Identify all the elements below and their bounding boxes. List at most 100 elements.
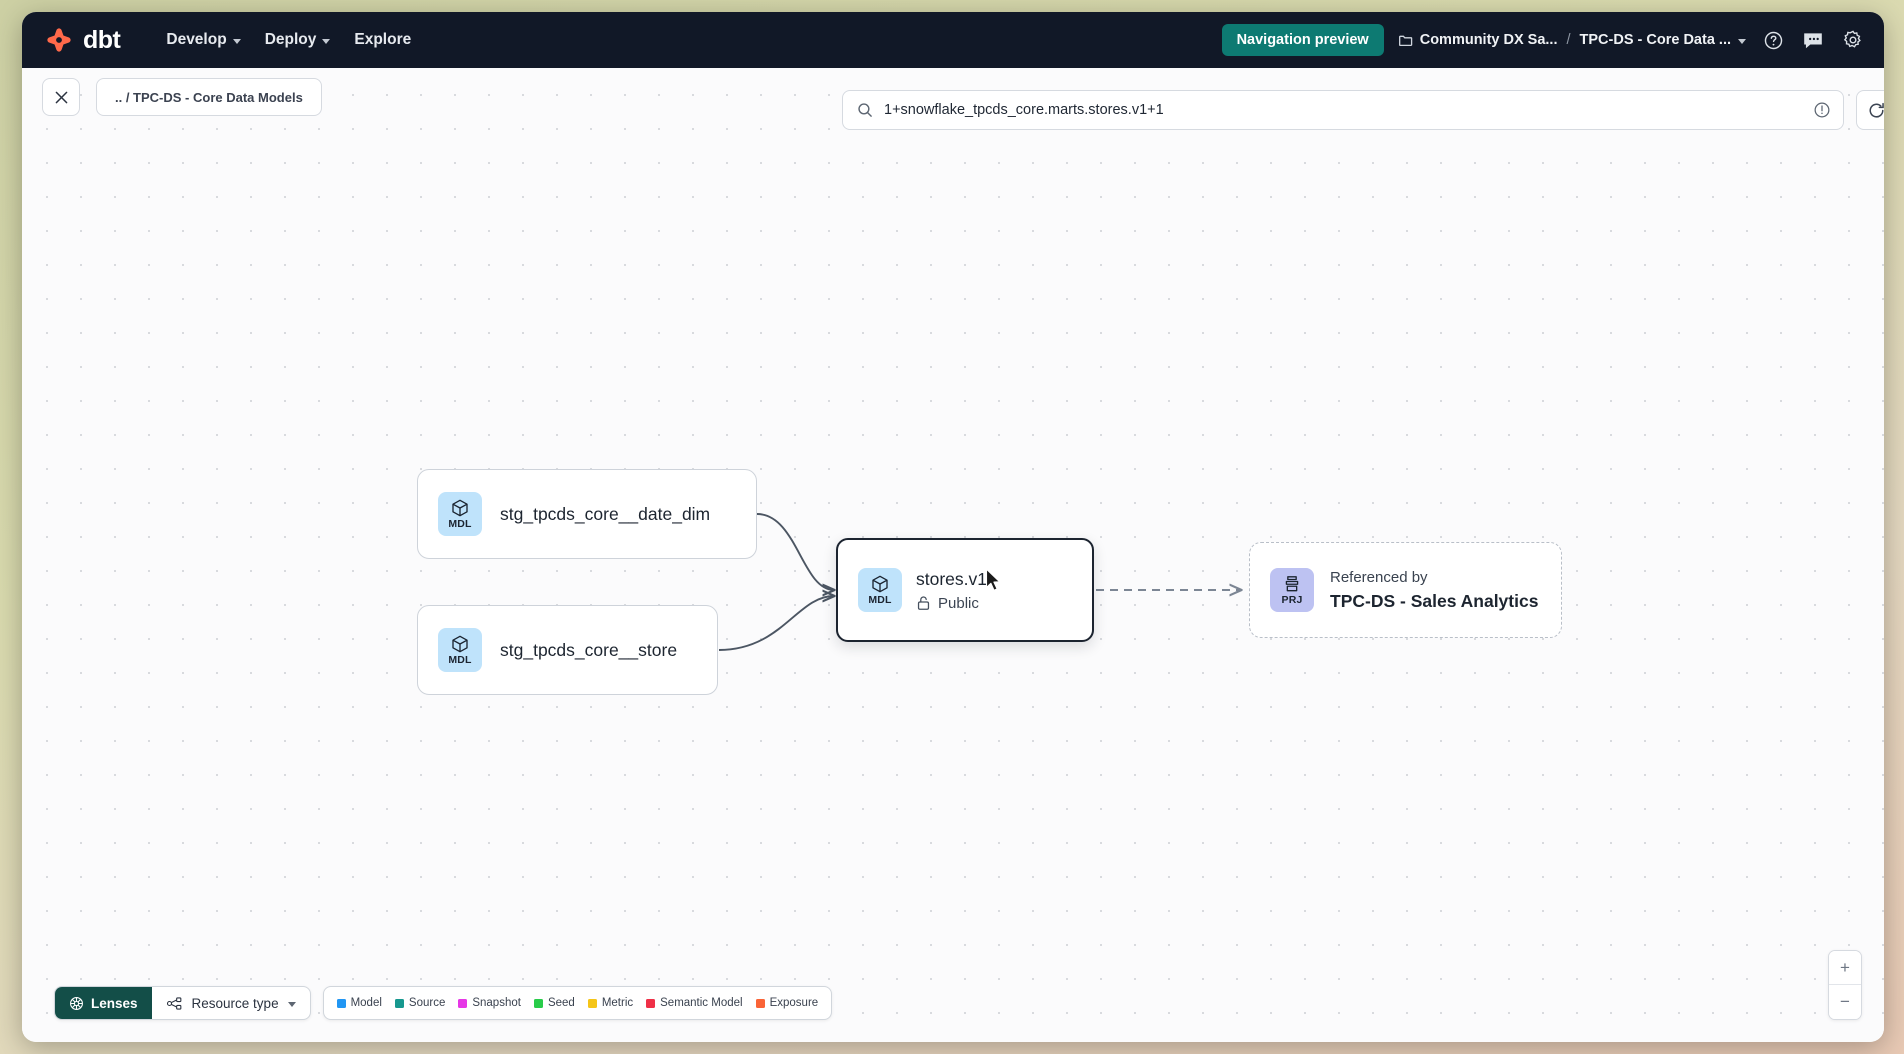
node-badge-mdl: MDL	[438, 492, 482, 536]
node-title: stg_tpcds_core__store	[500, 639, 678, 660]
legend-label: Semantic Model	[660, 997, 743, 1009]
graph-nodes-icon	[166, 996, 181, 1010]
cube-icon	[452, 499, 468, 517]
node-body: stg_tpcds_core__store	[500, 640, 677, 661]
node-badge-label: MDL	[868, 594, 892, 607]
breadcrumb-project-label: TPC-DS - Core Data ...	[1579, 32, 1731, 48]
nav-item-deploy[interactable]: Deploy	[253, 24, 343, 56]
legend-swatch	[336, 998, 346, 1008]
close-x-icon	[55, 91, 67, 103]
legend-item-semantic-model: Semantic Model	[646, 997, 743, 1009]
graph-node-tpcds-sales-analytics[interactable]: PRJ Referenced by TPC-DS - Sales Analyti…	[1249, 542, 1562, 638]
resource-type-label: Resource type	[191, 995, 279, 1011]
zoom-in-button[interactable]: +	[1829, 951, 1861, 985]
zoom-out-button[interactable]: −	[1829, 985, 1861, 1019]
cube-icon	[872, 575, 888, 593]
legend-label: Seed	[547, 997, 575, 1009]
chevron-down-icon	[232, 38, 241, 44]
node-title: stg_tpcds_core__date_dim	[500, 503, 711, 524]
nav-item-deploy-label: Deploy	[264, 31, 317, 48]
dbt-logo[interactable]: dbt	[44, 25, 121, 55]
legend-swatch	[394, 998, 404, 1008]
info-circle-icon[interactable]	[1813, 101, 1831, 119]
navigation-preview-button[interactable]: Navigation preview	[1221, 24, 1384, 56]
dbt-logo-icon	[47, 28, 71, 52]
nav-item-develop[interactable]: Develop	[154, 24, 252, 56]
gear-icon[interactable]	[1840, 27, 1866, 53]
explore-toolbar: .. / TPC-DS - Core Data Models	[22, 68, 1884, 126]
node-badge-mdl: MDL	[438, 628, 482, 672]
help-circle-glyph	[1764, 31, 1782, 49]
breadcrumb-account[interactable]: Community DX Sa...	[1398, 32, 1558, 48]
lineage-graph-canvas[interactable]: MDL stg_tpcds_core__date_dim MDL stg_tpc…	[22, 68, 1884, 1042]
top-navigation-bar: dbt Develop Deploy Explore Navigation pr…	[22, 12, 1884, 68]
feedback-chat-icon[interactable]	[1800, 27, 1826, 53]
chevron-down-icon	[322, 38, 331, 44]
gear-glyph	[1843, 30, 1861, 48]
legend-label: Source	[408, 997, 446, 1009]
nav-item-develop-label: Develop	[166, 31, 227, 48]
search-area	[842, 90, 1884, 130]
close-button[interactable]	[42, 78, 80, 116]
refresh-button[interactable]	[1856, 90, 1884, 130]
lenses-button[interactable]: Lenses	[55, 987, 152, 1019]
legend-label: Exposure	[769, 997, 819, 1009]
edge-date-dim-to-stores	[756, 513, 834, 590]
legend-label: Snapshot	[472, 997, 521, 1009]
chevron-down-icon	[287, 1001, 296, 1007]
legend-item-metric: Metric	[587, 997, 633, 1009]
legend-item-seed: Seed	[533, 997, 575, 1009]
legend-item-model: Model	[336, 997, 382, 1009]
node-kicker: Referenced by	[1330, 568, 1428, 586]
brand-name: dbt	[83, 25, 121, 54]
edge-store-to-stores	[718, 596, 834, 651]
folder-icon	[1398, 35, 1412, 46]
node-badge-label: MDL	[448, 654, 472, 667]
node-access-label: Public	[938, 594, 979, 612]
breadcrumb-project[interactable]: TPC-DS - Core Data ...	[1580, 32, 1746, 48]
node-badge-mdl: MDL	[858, 568, 902, 612]
resource-type-dropdown[interactable]: Resource type	[152, 987, 310, 1019]
nav-item-explore-label: Explore	[354, 31, 412, 48]
cube-icon	[452, 635, 468, 653]
account-project-breadcrumb: Community DX Sa... / TPC-DS - Core Data …	[1398, 32, 1746, 48]
unlock-icon	[917, 596, 930, 610]
graph-node-stores-v1[interactable]: MDL stores.v1 Public	[836, 538, 1094, 642]
lenses-label: Lenses	[91, 995, 138, 1011]
node-body: Referenced by TPC-DS - Sales Analytics	[1330, 569, 1538, 612]
legend-swatch	[587, 998, 597, 1008]
node-badge-prj: PRJ	[1270, 568, 1314, 612]
graph-node-stg-tpcds-core-date-dim[interactable]: MDL stg_tpcds_core__date_dim	[417, 469, 757, 559]
search-input[interactable]	[884, 102, 1802, 118]
help-circle-icon[interactable]	[1760, 27, 1786, 53]
legend-swatch	[755, 998, 765, 1008]
zoom-controls: + −	[1828, 950, 1862, 1020]
project-stack-icon	[1285, 576, 1299, 592]
search-icon	[858, 103, 872, 117]
node-body: stores.v1 Public	[916, 569, 987, 612]
search-box[interactable]	[842, 90, 1844, 130]
chevron-down-icon	[1738, 38, 1746, 44]
lens-control-group: Lenses Resource type	[54, 986, 311, 1020]
breadcrumb-account-label: Community DX Sa...	[1419, 32, 1558, 48]
resource-type-legend: Model Source Snapshot Seed Metric	[322, 986, 833, 1020]
legend-label: Model	[350, 997, 382, 1009]
node-access-row: Public	[916, 595, 987, 612]
graph-bottom-controls: Lenses Resource type Model	[54, 986, 833, 1020]
breadcrumb-separator: /	[1566, 32, 1571, 48]
legend-item-snapshot: Snapshot	[458, 997, 521, 1009]
lineage-edges	[718, 513, 1884, 651]
node-title: stores.v1	[916, 568, 987, 589]
refresh-icon	[1868, 102, 1884, 118]
legend-item-source: Source	[394, 997, 446, 1009]
node-title: TPC-DS - Sales Analytics	[1330, 590, 1539, 611]
node-badge-label: MDL	[448, 518, 472, 531]
node-body: stg_tpcds_core__date_dim	[500, 504, 710, 525]
graph-breadcrumb-chip[interactable]: .. / TPC-DS - Core Data Models	[96, 78, 322, 116]
top-nav-right-group: Navigation preview Community DX Sa... / …	[1221, 24, 1866, 56]
graph-node-stg-tpcds-core-store[interactable]: MDL stg_tpcds_core__store	[417, 605, 718, 695]
app-window: dbt Develop Deploy Explore Navigation pr…	[22, 12, 1884, 1042]
legend-swatch	[533, 998, 543, 1008]
lens-aperture-icon	[70, 996, 83, 1010]
nav-item-explore[interactable]: Explore	[342, 24, 423, 56]
